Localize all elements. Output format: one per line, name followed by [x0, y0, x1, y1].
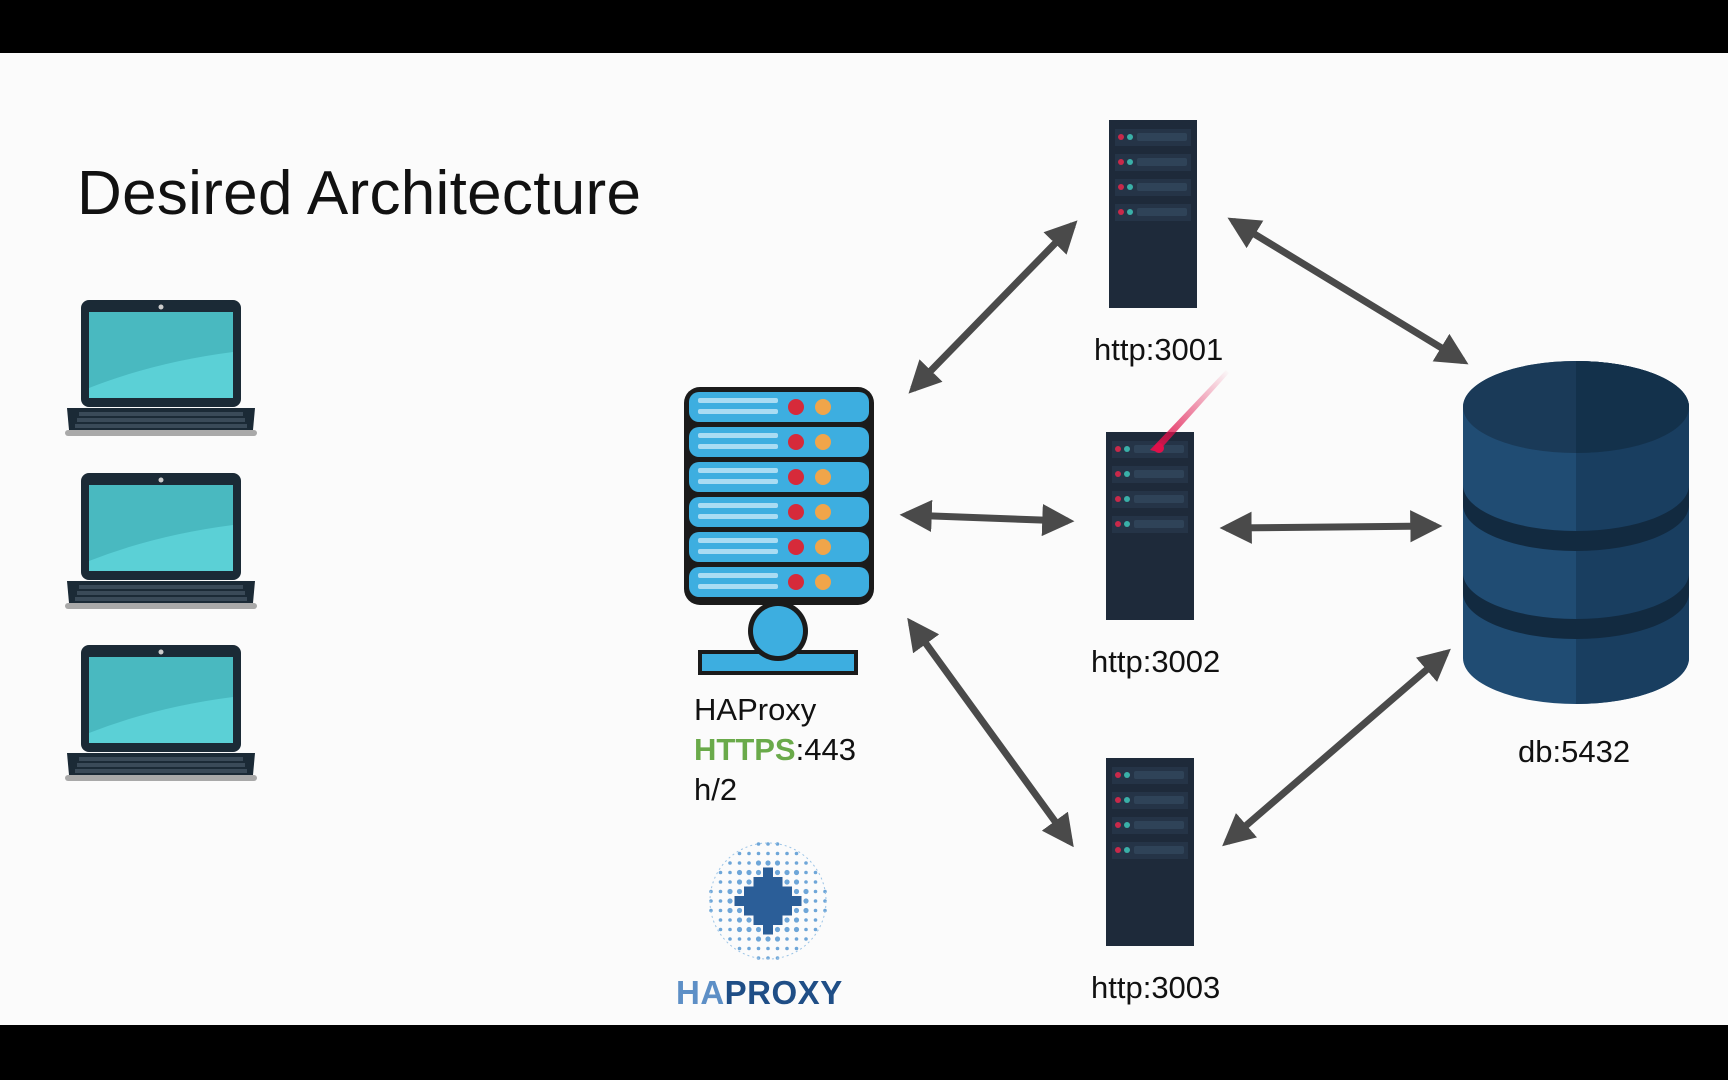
- client-laptop-1: [65, 300, 257, 436]
- haproxy-name: HAProxy: [694, 692, 817, 727]
- app-server-1: [1109, 120, 1197, 308]
- rack-unit: [689, 497, 869, 527]
- arrow-server3-db: [1222, 648, 1451, 847]
- arrow-server1-db: [1227, 217, 1469, 365]
- haproxy-logo-text-b: PROXY: [724, 974, 843, 1011]
- architecture-diagram: [65, 120, 1689, 960]
- database-label: db:5432: [1518, 734, 1631, 769]
- haproxy-port: :443: [795, 732, 856, 767]
- haproxy-server-icon: [684, 387, 874, 675]
- arrow-proxy-server3: [907, 617, 1074, 848]
- haproxy-label: HAProxy HTTPS:443 h/2: [694, 690, 856, 810]
- arrow-proxy-server1: [908, 220, 1078, 394]
- app-server-2: [1106, 432, 1194, 620]
- app-server-3: [1106, 758, 1194, 946]
- haproxy-logo-icon: [709, 842, 827, 960]
- haproxy-protocol: HTTPS: [694, 732, 796, 767]
- rack-unit: [689, 567, 869, 597]
- database-icon: [1463, 361, 1689, 704]
- arrow-server2-db: [1219, 510, 1443, 544]
- arrow-proxy-server2: [899, 499, 1075, 537]
- server-2-label: http:3002: [1091, 644, 1221, 679]
- server-slots: [1115, 129, 1191, 221]
- haproxy-logo-text-a: HA: [676, 974, 725, 1011]
- client-laptop-3: [65, 645, 257, 781]
- haproxy-http-version: h/2: [694, 772, 738, 807]
- slide: Desired Architecture http:3001 http:3002…: [0, 53, 1728, 1025]
- slide-title: Desired Architecture: [77, 159, 642, 228]
- rack-unit: [689, 532, 869, 562]
- client-laptop-2: [65, 473, 257, 609]
- server-slots: [1112, 441, 1188, 533]
- haproxy-logo-wordmark: HAPROXY: [676, 974, 843, 1012]
- server-slots: [1112, 767, 1188, 859]
- laser-pointer-streak: [1150, 370, 1229, 452]
- server-3-label: http:3003: [1091, 970, 1221, 1005]
- rack-unit: [689, 462, 869, 492]
- rack-unit: [689, 392, 869, 422]
- haproxy-endpoint: HTTPS:443: [694, 730, 856, 770]
- rack-unit: [689, 427, 869, 457]
- server-1-label: http:3001: [1094, 332, 1224, 367]
